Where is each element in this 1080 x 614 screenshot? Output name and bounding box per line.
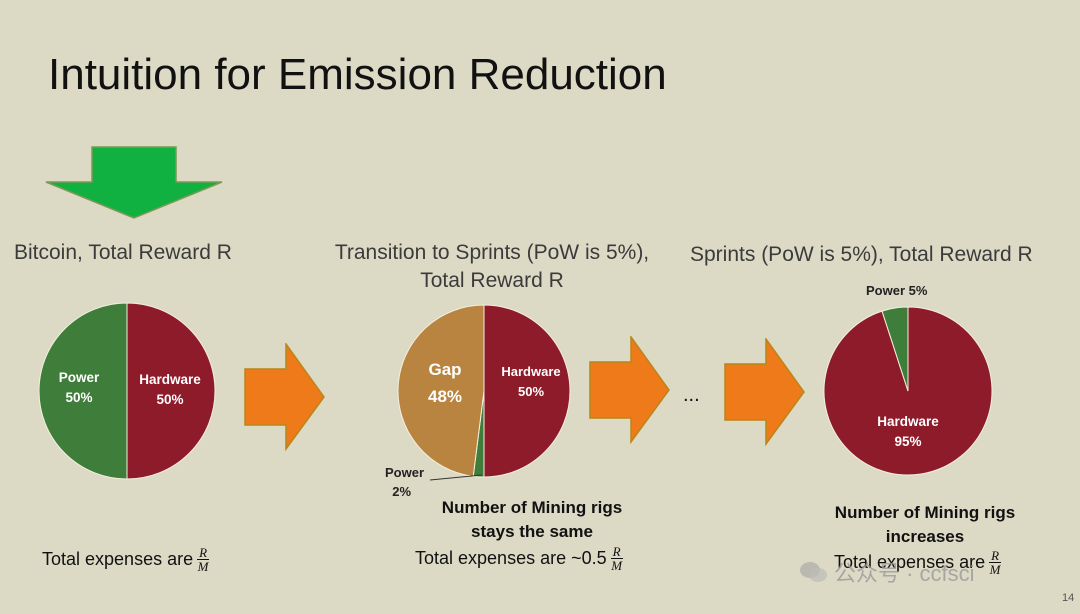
slice-label: Power — [59, 370, 100, 385]
pie-slice-hardware — [126, 302, 216, 480]
slice-label: Hardware — [501, 364, 560, 379]
expense-text: Total expenses are — [42, 549, 194, 569]
fraction: R M — [610, 544, 623, 573]
note-line: increases — [885, 527, 965, 546]
panel-3-heading: Sprints (PoW is 5%), Total Reward R — [690, 243, 1033, 266]
leader-line — [429, 474, 483, 481]
slice-label: Hardware — [877, 414, 939, 429]
pie-slice-gap — [397, 304, 485, 477]
pie-chart-bitcoin: Hardware 50% Power 50% — [38, 302, 216, 480]
pie-slice-hardware — [483, 304, 571, 478]
pie-slice-power — [881, 306, 909, 392]
expense-sprints: Total expenses are R M — [834, 548, 1002, 577]
slice-value: 50% — [156, 392, 183, 407]
expense-text: Total expenses are — [834, 552, 986, 572]
note-line: Number of Mining rigs — [441, 498, 623, 517]
fraction: R M — [197, 545, 210, 574]
denominator: M — [611, 558, 623, 573]
expense-bitcoin: Total expenses are R M — [42, 545, 210, 574]
leader-line-segment — [429, 474, 483, 481]
label-power-5: Power 5% — [866, 281, 927, 300]
slide-title: Intuition for Emission Reduction — [48, 50, 667, 99]
slice-label: Hardware — [139, 372, 201, 387]
slice-label: Gap — [428, 360, 461, 379]
slice-value: 95% — [894, 434, 921, 449]
denominator: M — [197, 559, 209, 574]
numerator: R — [991, 548, 1000, 563]
fraction-bar — [197, 559, 210, 560]
expense-transition: Total expenses are ~0.5 R M — [415, 545, 623, 572]
note-line: stays the same — [471, 522, 593, 541]
watermark: 公众号 · ccfsci — [798, 556, 975, 588]
fraction: R M — [989, 548, 1002, 577]
pie-slice-power — [38, 302, 128, 480]
down-arrow-icon — [45, 146, 223, 219]
slice-value: 48% — [428, 387, 462, 406]
note-sprints: Number of Mining rigs increases — [795, 501, 1055, 549]
slice-value: 50% — [65, 390, 92, 405]
pie-chart-sprints: Hardware 95% — [823, 306, 993, 476]
label-power-2-line: Power — [385, 465, 425, 480]
panel-1-heading: Bitcoin, Total Reward R — [14, 241, 232, 264]
numerator: R — [199, 545, 208, 560]
ellipsis: ... — [683, 384, 700, 406]
watermark-text: 公众号 · ccfsci — [834, 561, 975, 586]
panel-2-heading-line-2: Total Reward R — [420, 269, 564, 292]
right-arrow-icon — [589, 336, 670, 444]
note-line: Number of Mining rigs — [834, 503, 1016, 522]
pie-chart-transition: Hardware 50% Gap 48% — [397, 304, 571, 478]
fraction-bar — [989, 562, 1002, 563]
fraction-bar — [610, 558, 623, 559]
right-arrow-icon — [724, 338, 805, 446]
label-power-2-line: 2% — [385, 484, 412, 499]
expense-text: Total expenses are ~0.5 — [415, 548, 607, 568]
denominator: M — [989, 562, 1001, 577]
wechat-icon — [800, 562, 827, 582]
slice-value: 50% — [518, 384, 544, 399]
panel-2-heading-line-1: Transition to Sprints (PoW is 5%), — [334, 241, 650, 264]
note-transition: Number of Mining rigs stays the same — [402, 496, 662, 544]
label-power-2: Power 2% — [385, 463, 424, 501]
right-arrow-icon — [244, 343, 325, 451]
panel-2-heading: Transition to Sprints (PoW is 5%), Total… — [300, 241, 684, 293]
label-power-5-line: Power 5% — [866, 283, 928, 298]
page-number: 14 — [1062, 592, 1075, 604]
numerator: R — [612, 544, 621, 559]
